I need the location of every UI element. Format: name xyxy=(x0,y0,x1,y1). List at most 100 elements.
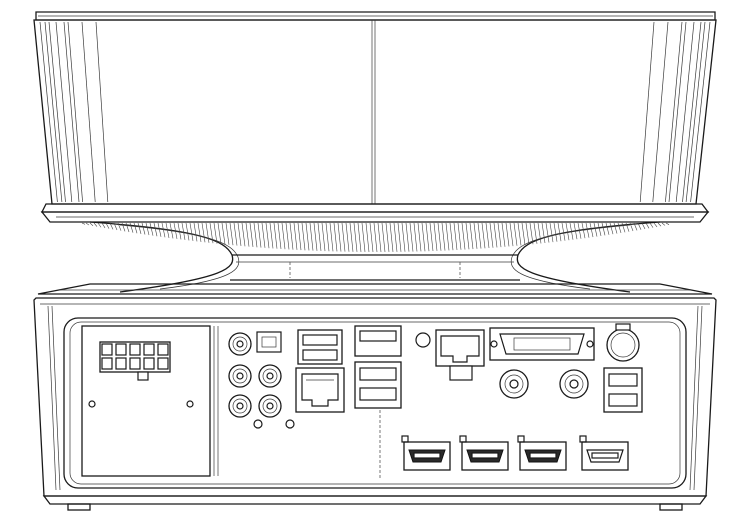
hatch-line xyxy=(573,222,578,240)
hatch-line xyxy=(501,222,506,247)
hatch-line xyxy=(373,222,378,253)
hatch-line xyxy=(601,222,606,236)
hatch-line xyxy=(565,222,570,241)
rca-jack[interactable] xyxy=(258,394,282,418)
hatch-line xyxy=(557,222,562,242)
hatch-line xyxy=(365,222,370,253)
hatch-line xyxy=(645,222,650,229)
shade-line xyxy=(55,21,73,203)
usb-port-stack-right[interactable] xyxy=(603,367,643,413)
screw-icon xyxy=(253,419,263,429)
hatch-line xyxy=(561,222,566,241)
hatch-line xyxy=(525,222,530,245)
shade-line xyxy=(685,21,706,203)
hatch-line xyxy=(321,222,326,252)
hatch-line xyxy=(597,222,602,237)
hatch-line xyxy=(189,222,194,242)
hatch-line xyxy=(117,222,122,231)
hatch-line xyxy=(509,222,514,247)
hatch-line xyxy=(181,222,186,241)
hatch-line xyxy=(301,222,306,251)
power-pin xyxy=(157,343,169,356)
upper-shade xyxy=(33,11,717,223)
hatch-line xyxy=(441,222,446,251)
hatch-line xyxy=(113,222,118,231)
hatch-line xyxy=(613,222,618,234)
connector-latch xyxy=(137,371,149,381)
ethernet-port-right[interactable] xyxy=(435,329,485,381)
power-connector[interactable] xyxy=(99,341,171,373)
hatch-line xyxy=(93,222,98,227)
rca-jack[interactable] xyxy=(228,394,252,418)
hatch-line xyxy=(421,222,426,252)
rca-jack[interactable] xyxy=(258,364,282,388)
power-pin xyxy=(143,357,155,370)
hatch-line xyxy=(317,222,322,251)
hatch-line xyxy=(249,222,254,247)
shade-line xyxy=(675,21,695,203)
hatch-line xyxy=(341,222,346,252)
hatch-line xyxy=(461,222,466,250)
hatch-line xyxy=(101,222,106,229)
round-port[interactable] xyxy=(606,323,640,362)
hdmi-port[interactable] xyxy=(579,435,629,471)
hatch-line xyxy=(385,222,390,252)
foot-left xyxy=(67,503,91,511)
coax-port-left[interactable] xyxy=(499,369,529,399)
dvi-port[interactable] xyxy=(489,327,595,361)
hatch-line xyxy=(225,222,230,245)
power-pin xyxy=(129,357,141,370)
usb-port-stack-left[interactable] xyxy=(297,329,343,365)
usb-port-stack-center[interactable] xyxy=(354,325,402,409)
ethernet-port-left[interactable] xyxy=(295,367,345,413)
hatch-line xyxy=(489,222,494,248)
hatch-line xyxy=(185,222,190,241)
hatch-line xyxy=(521,222,526,246)
hatch-line xyxy=(657,222,662,227)
hatch-line xyxy=(485,222,490,249)
hatch-line xyxy=(401,222,406,252)
hatch-line xyxy=(345,222,350,252)
hatch-line xyxy=(609,222,614,235)
hatch-line xyxy=(81,222,86,225)
power-pin xyxy=(115,357,127,370)
hatch-line xyxy=(197,222,202,242)
hatch-line xyxy=(621,222,626,233)
hatch-line xyxy=(165,222,170,238)
hdmi-port[interactable] xyxy=(459,435,509,471)
foot-right xyxy=(659,503,683,511)
optical-port[interactable] xyxy=(256,331,282,353)
hatch-line xyxy=(265,222,270,249)
hatch-line xyxy=(405,222,410,252)
shade-line xyxy=(95,21,109,203)
hatch-line xyxy=(585,222,590,238)
hatch-line xyxy=(473,222,478,249)
hdmi-port[interactable] xyxy=(517,435,567,471)
hatch-line xyxy=(425,222,430,252)
hatch-line xyxy=(85,222,90,226)
hatch-line xyxy=(289,222,294,250)
hatch-line xyxy=(281,222,286,250)
hatch-line xyxy=(201,222,206,243)
rca-jack[interactable] xyxy=(228,332,252,356)
hatch-line xyxy=(457,222,462,250)
hdmi-port[interactable] xyxy=(401,435,451,471)
hatch-line xyxy=(193,222,198,242)
hatch-line xyxy=(277,222,282,250)
hatch-line xyxy=(481,222,486,249)
hatch-line xyxy=(393,222,398,252)
shade-line xyxy=(668,21,687,203)
hatch-line xyxy=(105,222,110,229)
hatch-line xyxy=(589,222,594,238)
hatch-line xyxy=(537,222,542,244)
hatch-line xyxy=(133,222,138,234)
hatch-line xyxy=(177,222,182,240)
shade-line xyxy=(652,21,669,203)
hatch-line xyxy=(357,222,362,252)
hatch-line xyxy=(121,222,126,232)
hatch-line xyxy=(605,222,610,235)
rca-jack[interactable] xyxy=(228,364,252,388)
hatch-line xyxy=(469,222,474,250)
hatch-line xyxy=(533,222,538,244)
coax-port-right[interactable] xyxy=(559,369,589,399)
